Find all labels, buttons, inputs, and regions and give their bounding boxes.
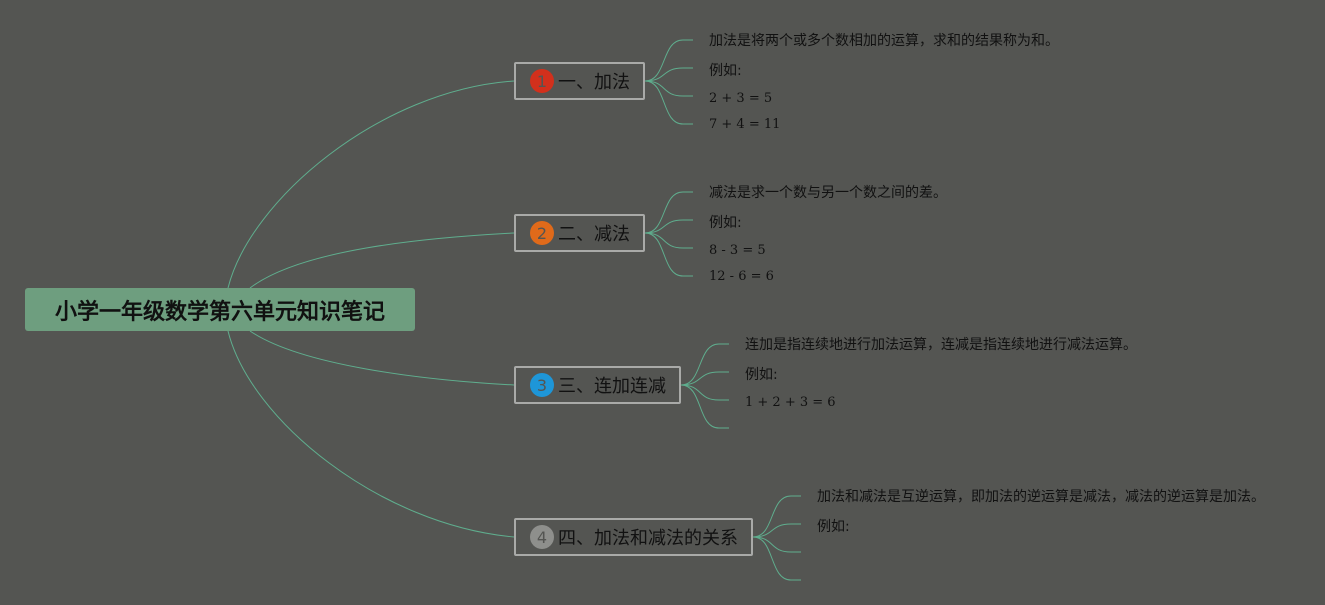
branch-continuous-add-subtract[interactable]: 3 三、连加连减 xyxy=(514,366,681,404)
branch-label: 四、加法和减法的关系 xyxy=(558,528,738,549)
root-topic[interactable]: 小学一年级数学第六单元知识笔记 xyxy=(25,288,415,331)
leaf-example-label[interactable]: 例如: xyxy=(745,367,778,383)
leaf-definition[interactable]: 减法是求一个数与另一个数之间的差。 xyxy=(709,185,947,201)
root-topic-label: 小学一年级数学第六单元知识笔记 xyxy=(54,299,385,325)
priority-2-icon: 2 xyxy=(530,221,554,245)
leaf-connector xyxy=(680,384,729,401)
leaf-definition[interactable]: 连加是指连续地进行加法运算，连减是指连续地进行减法运算。 xyxy=(745,337,1137,353)
branch-add-subtract-relation[interactable]: 4 四、加法和减法的关系 xyxy=(514,518,753,556)
leaf-example[interactable]: 7 + 4 = 11 xyxy=(709,117,781,132)
leaf-connector xyxy=(644,191,693,234)
leaf-connector xyxy=(644,219,693,234)
leaf-definition[interactable]: 加法是将两个或多个数相加的运算，求和的结果称为和。 xyxy=(709,33,1059,49)
leaf-example-label[interactable]: 例如: xyxy=(817,519,850,535)
leaf-connector xyxy=(680,371,729,386)
priority-4-icon: 4 xyxy=(530,525,554,549)
leaf-connector xyxy=(752,523,801,538)
branch-label: 二、减法 xyxy=(558,224,630,245)
leaf-connector xyxy=(644,232,693,277)
priority-3-icon: 3 xyxy=(530,373,554,397)
root-connector xyxy=(227,80,515,289)
leaf-connector xyxy=(644,80,693,125)
priority-1-icon: 1 xyxy=(530,69,554,93)
leaf-connector xyxy=(752,495,801,538)
leaf-example[interactable]: 2 + 3 = 5 xyxy=(709,91,773,106)
branch-subtraction[interactable]: 2 二、减法 xyxy=(514,214,645,252)
leaf-connector xyxy=(644,39,693,82)
branch-addition[interactable]: 1 一、加法 xyxy=(514,62,645,100)
root-connector xyxy=(227,330,515,538)
leaf-connector xyxy=(680,343,729,386)
leaf-example-label[interactable]: 例如: xyxy=(709,63,742,79)
leaf-connector xyxy=(680,384,729,429)
leaf-example[interactable]: 12 - 6 = 6 xyxy=(709,269,774,284)
leaf-example-label[interactable]: 例如: xyxy=(709,215,742,231)
branch-label: 一、加法 xyxy=(558,72,630,93)
leaf-connector xyxy=(752,536,801,581)
leaf-connector xyxy=(644,67,693,82)
root-connector xyxy=(249,232,515,289)
branch-label: 三、连加连减 xyxy=(558,376,666,397)
root-connector xyxy=(249,330,515,386)
leaf-connector xyxy=(644,232,693,249)
leaf-example[interactable]: 1 + 2 + 3 = 6 xyxy=(745,395,836,410)
leaf-example[interactable]: 8 - 3 = 5 xyxy=(709,243,766,258)
leaf-connector xyxy=(644,80,693,97)
leaf-definition[interactable]: 加法和减法是互逆运算，即加法的逆运算是减法，减法的逆运算是加法。 xyxy=(817,489,1265,505)
leaf-connector xyxy=(752,536,801,553)
